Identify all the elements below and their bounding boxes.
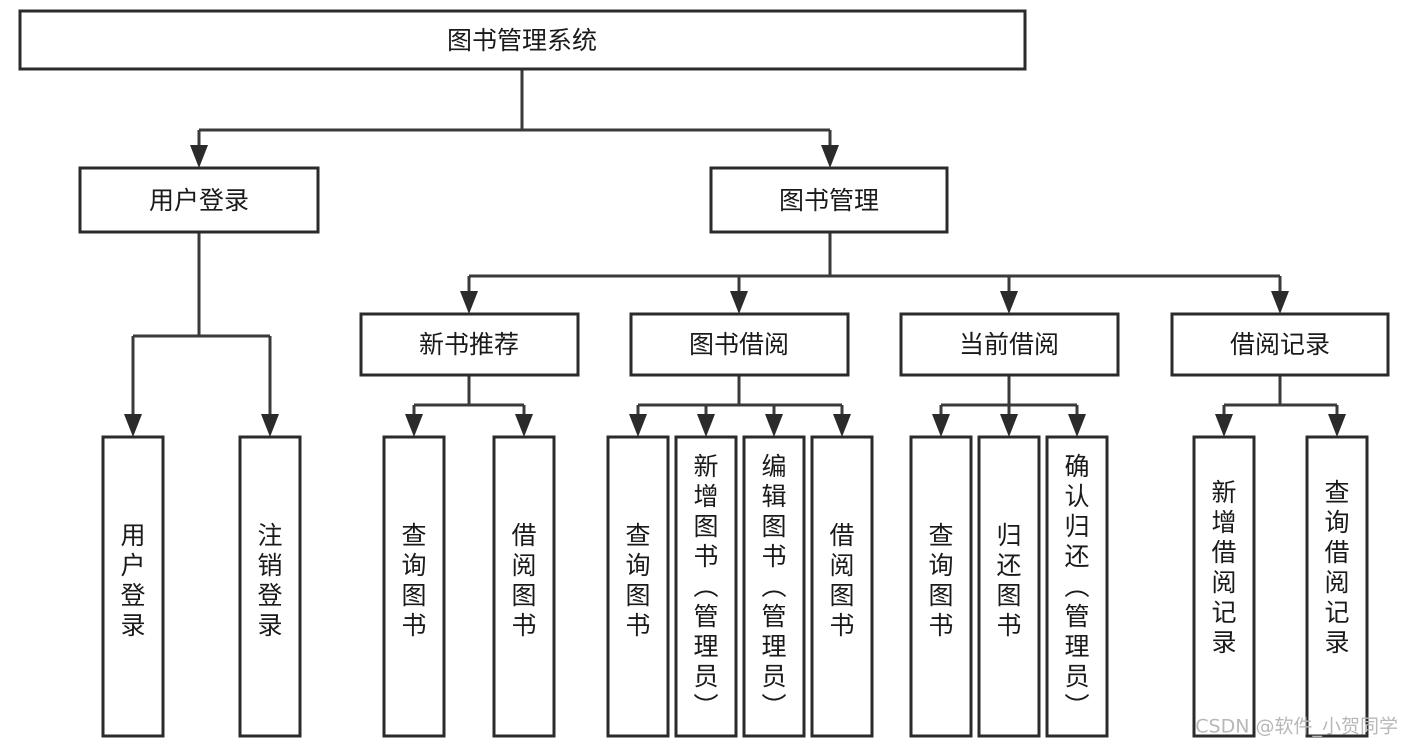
arrowhead-bb-query [629, 414, 647, 437]
csdn-watermark: CSDN @软件_小贺同学 [1195, 716, 1398, 738]
arrowhead-newbookrec [460, 291, 478, 314]
leaf-user-login[interactable]: 用户登录 [101, 435, 165, 738]
node-current-borrow-box[interactable] [899, 312, 1120, 377]
leaf-cb-confirm-label: 确认归还︵管理员︶ [1064, 452, 1089, 721]
arrowhead-bookborrow [730, 291, 748, 314]
node-current-borrow[interactable]: 当前借阅 [899, 312, 1120, 377]
arrowhead-rec-borrow [515, 414, 533, 437]
leaf-logout[interactable]: 注销登录 [238, 435, 302, 738]
leaf-user-login-label: 用户登录 [120, 521, 145, 640]
node-borrow-record-label: 借阅记录 [1230, 330, 1330, 359]
leaf-br-query-label: 查询借阅记录 [1324, 478, 1349, 657]
node-book-manage[interactable]: 图书管理 [709, 166, 949, 234]
node-borrow-record[interactable]: 借阅记录 [1170, 312, 1390, 377]
leaf-br-query-box[interactable] [1305, 435, 1369, 738]
leaf-rec-query-box[interactable] [382, 435, 446, 738]
arrowhead-userlogin [190, 145, 208, 168]
leaf-cb-confirm-box[interactable] [1045, 435, 1109, 738]
arrowhead-br-query [1328, 414, 1346, 437]
arrowhead-leaf-logout [261, 414, 279, 437]
leaf-logout-label: 注销登录 [257, 521, 282, 640]
node-book-borrow-label: 图书借阅 [689, 330, 789, 359]
leaf-rec-query[interactable]: 查询图书 [382, 435, 446, 738]
leaf-br-add-box[interactable] [1192, 435, 1256, 738]
arrowhead-br-add [1215, 414, 1233, 437]
node-new-book-rec-label: 新书推荐 [419, 330, 519, 359]
leaf-rec-borrow-label: 借阅图书 [511, 521, 536, 640]
leaf-cb-query-box[interactable] [909, 435, 973, 738]
leaf-bb-edit-box[interactable] [742, 435, 806, 738]
leaf-br-query[interactable]: 查询借阅记录 [1305, 435, 1369, 738]
leaf-bb-query[interactable]: 查询图书 [606, 435, 670, 738]
leaf-bb-borrow-label: 借阅图书 [829, 521, 854, 640]
leaf-bb-borrow-box[interactable] [810, 435, 874, 738]
leaf-cb-confirm[interactable]: 确认归还︵管理员︶ [1045, 435, 1109, 738]
arrowhead-cb-confirm [1068, 414, 1086, 437]
arrowhead-rec-query [405, 414, 423, 437]
node-root[interactable]: 图书管理系统 [18, 9, 1027, 71]
node-new-book-rec-box[interactable] [359, 312, 580, 377]
arrowhead-currentborrow [1000, 291, 1018, 314]
arrowhead-borrowrecord [1271, 291, 1289, 314]
node-user-login-box[interactable] [78, 166, 320, 234]
leaf-bb-query-box[interactable] [606, 435, 670, 738]
node-book-manage-box[interactable] [709, 166, 949, 234]
node-borrow-record-box[interactable] [1170, 312, 1390, 377]
node-user-login[interactable]: 用户登录 [78, 166, 320, 234]
arrowhead-bb-borrow [833, 414, 851, 437]
node-root-box[interactable] [18, 9, 1027, 71]
node-book-borrow[interactable]: 图书借阅 [629, 312, 850, 377]
node-user-login-label: 用户登录 [149, 186, 249, 215]
leaf-bb-edit[interactable]: 编辑图书︵管理员︶ [742, 435, 806, 738]
arrowhead-bb-edit [765, 414, 783, 437]
connector-layer [124, 69, 1346, 437]
leaf-logout-box[interactable] [238, 435, 302, 738]
leaf-cb-return[interactable]: 归还图书 [977, 435, 1041, 738]
leaf-rec-borrow[interactable]: 借阅图书 [492, 435, 556, 738]
leaf-cb-query-label: 查询图书 [928, 521, 953, 640]
arrowhead-cb-query [932, 414, 950, 437]
leaf-bb-add[interactable]: 新增图书︵管理员︶ [674, 435, 738, 738]
leaf-cb-return-label: 归还图书 [996, 521, 1021, 640]
leaf-cb-query[interactable]: 查询图书 [909, 435, 973, 738]
arrowhead-leaf-user-login [124, 414, 142, 437]
node-book-manage-label: 图书管理 [779, 186, 879, 215]
node-current-borrow-label: 当前借阅 [959, 330, 1059, 359]
leaf-bb-query-label: 查询图书 [625, 521, 650, 640]
leaf-rec-query-label: 查询图书 [401, 521, 426, 640]
node-root-label: 图书管理系统 [447, 26, 597, 55]
leaf-bb-add-label: 新增图书︵管理员︶ [693, 452, 718, 721]
leaf-br-add[interactable]: 新增借阅记录 [1192, 435, 1256, 738]
leaf-bb-add-box[interactable] [674, 435, 738, 738]
leaf-user-login-box[interactable] [101, 435, 165, 738]
leaf-bb-borrow[interactable]: 借阅图书 [810, 435, 874, 738]
leaf-rec-borrow-box[interactable] [492, 435, 556, 738]
arrowhead-cb-return [1000, 414, 1018, 437]
leaf-cb-return-box[interactable] [977, 435, 1041, 738]
leaf-br-add-label: 新增借阅记录 [1211, 478, 1236, 657]
leaf-bb-edit-label: 编辑图书︵管理员︶ [761, 452, 786, 721]
arrowhead-bb-add [697, 414, 715, 437]
node-new-book-rec[interactable]: 新书推荐 [359, 312, 580, 377]
node-book-borrow-box[interactable] [629, 312, 850, 377]
arrowhead-bookmanage [821, 145, 839, 168]
